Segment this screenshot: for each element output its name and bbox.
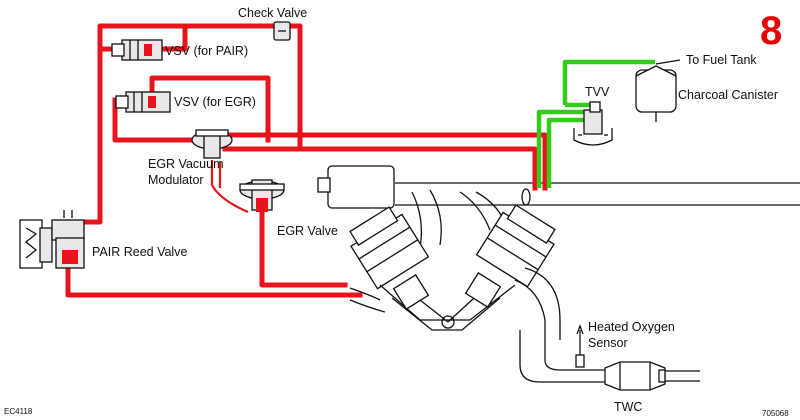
- label-vsv-pair: VSV (for PAIR): [165, 44, 248, 58]
- pair-reed-valve: [19, 210, 85, 269]
- diagram-number: 8: [760, 9, 782, 53]
- egr-vacuum-modulator: [191, 129, 233, 159]
- egr-valve: [239, 179, 285, 212]
- charcoal-canister: [635, 59, 681, 122]
- code-left: EC4118: [4, 407, 33, 416]
- code-right: 705068: [762, 409, 789, 418]
- label-egr-valve: EGR Valve: [277, 224, 338, 238]
- label-charcoal-canister: Charcoal Canister: [678, 88, 778, 102]
- check-valve: [273, 21, 291, 41]
- engine-assembly: [317, 165, 800, 383]
- label-heated-oxygen-sensor-2: Sensor: [588, 336, 628, 350]
- label-vsv-egr: VSV (for EGR): [174, 95, 256, 109]
- vsv-egr: [115, 91, 171, 113]
- label-to-fuel-tank: To Fuel Tank: [686, 53, 757, 67]
- vacuum-lines-thin: [210, 160, 249, 214]
- label-egr-vacuum-modulator-1: EGR Vacuum: [148, 157, 224, 171]
- vsv-pair: [111, 39, 163, 61]
- label-pair-reed-valve: PAIR Reed Valve: [92, 245, 187, 259]
- twc-converter: [604, 361, 700, 391]
- label-egr-vacuum-modulator-2: Modulator: [148, 173, 204, 187]
- label-check-valve: Check Valve: [238, 6, 307, 20]
- tvv: [573, 101, 613, 146]
- label-twc: TWC: [614, 400, 642, 414]
- heated-oxygen-sensor: [575, 324, 585, 368]
- label-tvv: TVV: [585, 85, 610, 99]
- label-heated-oxygen-sensor-1: Heated Oxygen: [588, 320, 675, 334]
